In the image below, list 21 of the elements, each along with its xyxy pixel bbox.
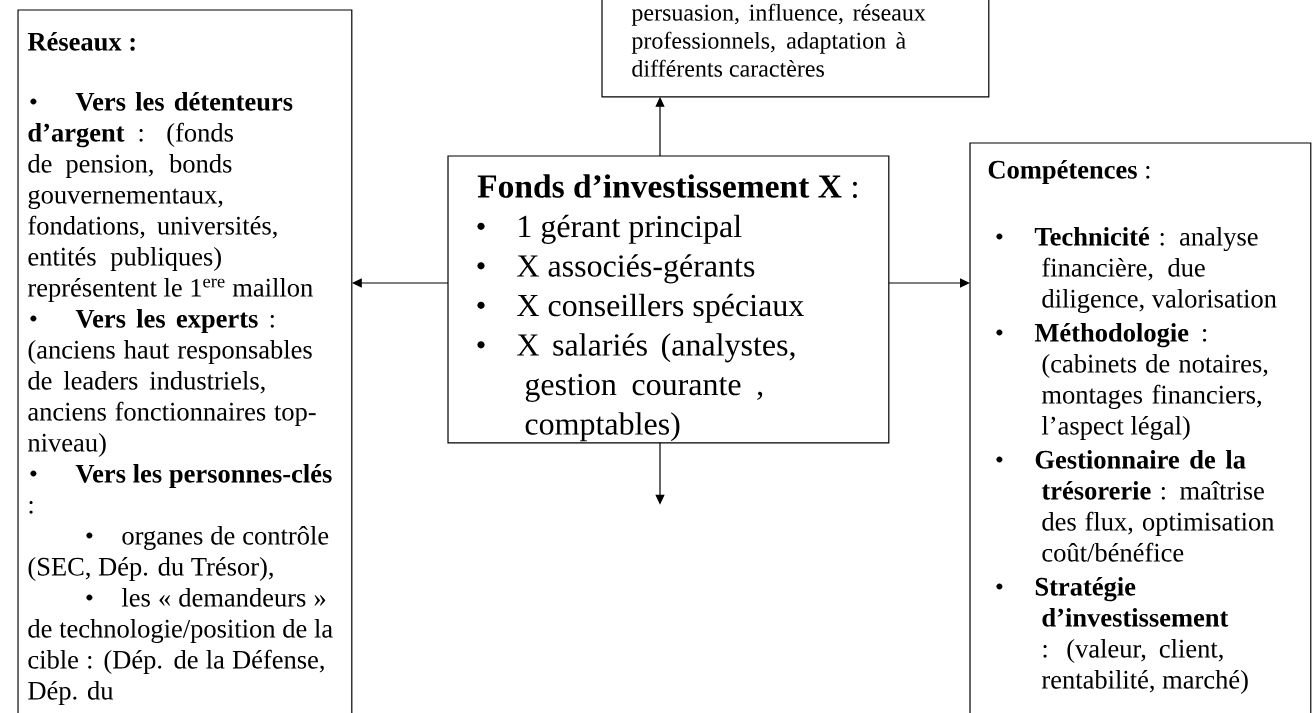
bullet-item: Vers les détenteurs d’argent : (fonds de pension, bonds gouvernementaux, fondations, universités, entités publiques) représentent le 1$^{ere}$ maillon [27, 92, 313, 303]
arrow [888, 278, 970, 288]
box-text: persuasion, influence, réseaux professionnels, adaptation à différents caractères [631, 3, 926, 77]
bullet-item: Vers les personnes-clés : [29, 464, 332, 514]
bullet-item: Stratégie d’investissement : (valeur, client, rentabilité, marché) [996, 577, 1248, 695]
box-heading: Fonds d’investissement X : [477, 174, 857, 198]
bullet-item: 1 gérant principal [477, 214, 742, 244]
bullet-item: X salariés (analystes, gestion courante , comptables) [477, 333, 795, 442]
bullet-item: Gestionnaire de la trésorerie : maîtrise des flux, optimisation coût/bénéfice [996, 450, 1275, 562]
bullet-item: Méthodologie : (cabinets de notaires, montages financiers, l’aspect légal) [996, 323, 1268, 441]
box-heading: Compétences : [988, 160, 1150, 185]
bullet-item: Vers les experts : (anciens haut responsables de leaders industriels, anciens fonctionnaires top-niveau) [28, 309, 316, 458]
bullet-item: X conseillers spéciaux [477, 293, 804, 323]
bullet-item: Technicité : analyse financière, due diligence, valorisation [996, 227, 1277, 314]
text-box [447, 155, 890, 444]
box-heading: Réseaux : [27, 32, 135, 51]
text-box [17, 9, 353, 713]
bullet-item: les « demandeurs » de technologie/position de la cible : (Dép. de la Défense, Dép. du [28, 588, 333, 706]
text-box [601, 0, 990, 98]
text-box [969, 142, 1312, 713]
bullet-item: X associés-gérants [477, 254, 755, 284]
